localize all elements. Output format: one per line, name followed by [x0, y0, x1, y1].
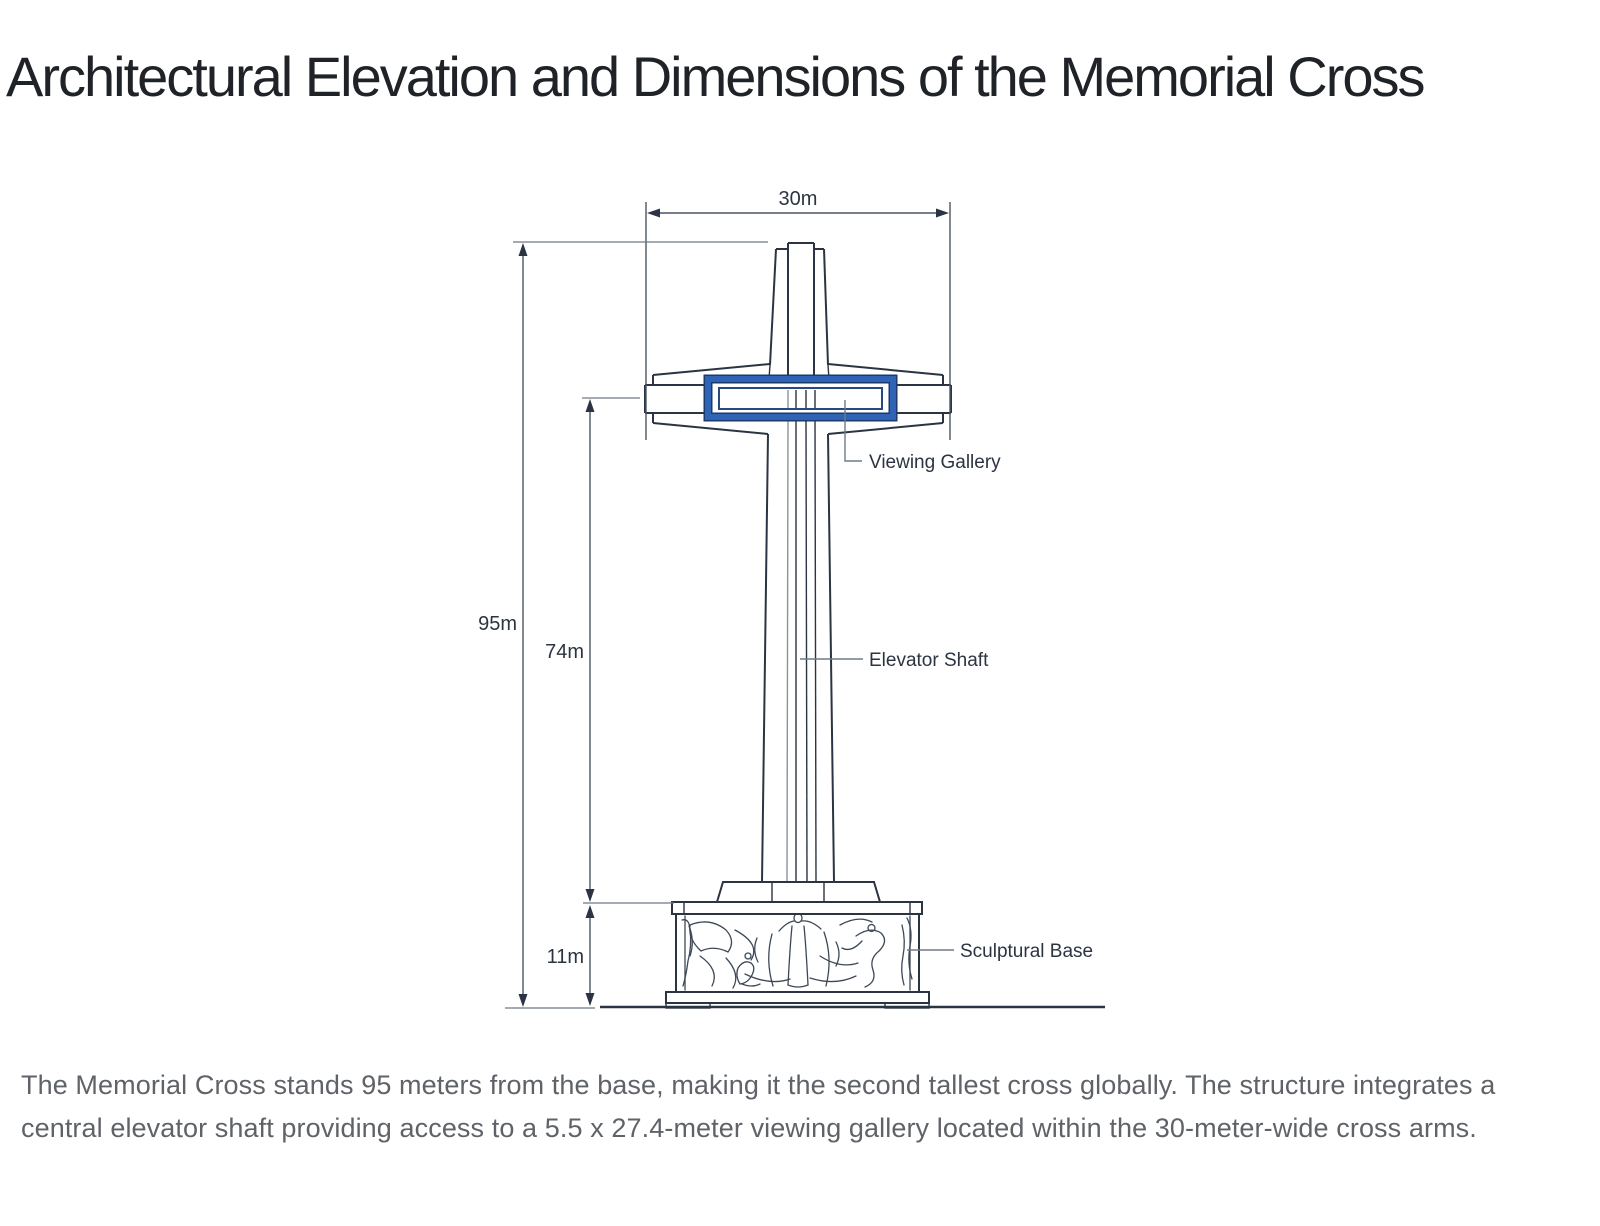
- pedestal: [715, 881, 882, 903]
- elevator-lines-through-gallery: [787, 390, 816, 408]
- annotation-viewing-gallery: Viewing Gallery: [869, 452, 1001, 473]
- cross-arms: [644, 363, 952, 435]
- cross-structure: [644, 242, 952, 883]
- sculptural-relief: [681, 915, 913, 989]
- upper-shaft-left: [769, 248, 777, 366]
- base-drum: [675, 913, 920, 993]
- annotation-elevator-shaft: Elevator Shaft: [869, 650, 989, 671]
- dimension-label-arm-width: 30m: [779, 188, 818, 210]
- cross-shaft: [761, 417, 835, 883]
- dimension-label-total-height: 95m: [478, 613, 517, 635]
- annotation-sculptural-base: Sculptural Base: [960, 941, 1093, 962]
- base-plinth: [665, 991, 930, 1004]
- page-title: Architectural Elevation and Dimensions o…: [6, 45, 1426, 108]
- viewing-gallery-highlight: [703, 374, 898, 422]
- dimension-label-base-height: 11m: [547, 946, 584, 968]
- caption: The Memorial Cross stands 95 meters from…: [21, 1070, 1496, 1143]
- leader-lines: [800, 400, 954, 951]
- viewing-gallery-leader: [844, 400, 862, 462]
- upper-shaft-right: [823, 248, 829, 366]
- shaft-connector-left: [768, 364, 771, 380]
- dimension-label-shaft-height: 74m: [545, 641, 584, 663]
- base-top-band: [671, 901, 923, 915]
- pedestal-and-base: [600, 881, 1105, 1009]
- shaft-connector-right: [827, 364, 830, 380]
- dimension-lines: [505, 202, 951, 1009]
